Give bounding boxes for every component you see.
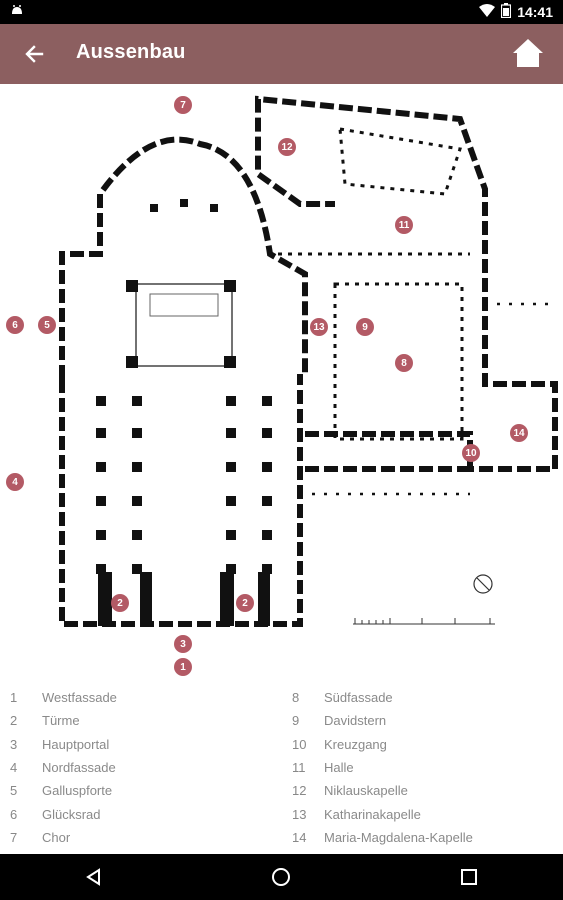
nav-back-button[interactable] bbox=[64, 857, 124, 897]
status-time: 14:41 bbox=[517, 4, 553, 20]
wifi-icon bbox=[479, 4, 496, 20]
home-button[interactable] bbox=[511, 36, 545, 70]
plan-marker-2-left[interactable]: 2 bbox=[111, 594, 129, 612]
plan-marker-10[interactable]: 10 bbox=[462, 444, 480, 462]
cathedral-plan-drawing bbox=[59, 95, 558, 627]
nav-home-button[interactable] bbox=[251, 857, 311, 897]
square-recents-icon bbox=[461, 869, 478, 885]
triangle-back-icon bbox=[85, 868, 100, 886]
plan-marker-7[interactable]: 7 bbox=[174, 96, 192, 114]
floor-plan: 7 12 11 6 5 13 9 8 14 10 4 2 2 3 1 bbox=[0, 84, 563, 684]
circle-home-icon bbox=[272, 868, 291, 886]
plan-marker-3[interactable]: 3 bbox=[174, 635, 192, 653]
plan-marker-9[interactable]: 9 bbox=[356, 318, 374, 336]
plan-marker-2-right[interactable]: 2 bbox=[236, 594, 254, 612]
home-icon bbox=[513, 39, 543, 67]
battery-icon bbox=[501, 3, 512, 21]
arrow-left-icon bbox=[25, 45, 44, 63]
page-title: Aussenbau bbox=[76, 41, 186, 63]
plan-marker-6[interactable]: 6 bbox=[6, 316, 24, 334]
navigation-bar bbox=[0, 854, 563, 900]
plan-marker-4[interactable]: 4 bbox=[6, 473, 24, 491]
plan-marker-8[interactable]: 8 bbox=[395, 354, 413, 372]
plan-marker-1[interactable]: 1 bbox=[174, 658, 192, 676]
plan-marker-11[interactable]: 11 bbox=[395, 216, 413, 234]
plan-marker-13[interactable]: 13 bbox=[310, 318, 328, 336]
back-button[interactable] bbox=[18, 38, 50, 70]
app-bar: Aussenbau bbox=[0, 24, 563, 84]
plan-marker-5[interactable]: 5 bbox=[38, 316, 56, 334]
plan-marker-12[interactable]: 12 bbox=[278, 138, 296, 156]
plan-marker-14[interactable]: 14 bbox=[510, 424, 528, 442]
notification-icon bbox=[10, 4, 24, 23]
status-bar: 14:41 bbox=[0, 0, 563, 24]
nav-recents-button[interactable] bbox=[439, 857, 499, 897]
